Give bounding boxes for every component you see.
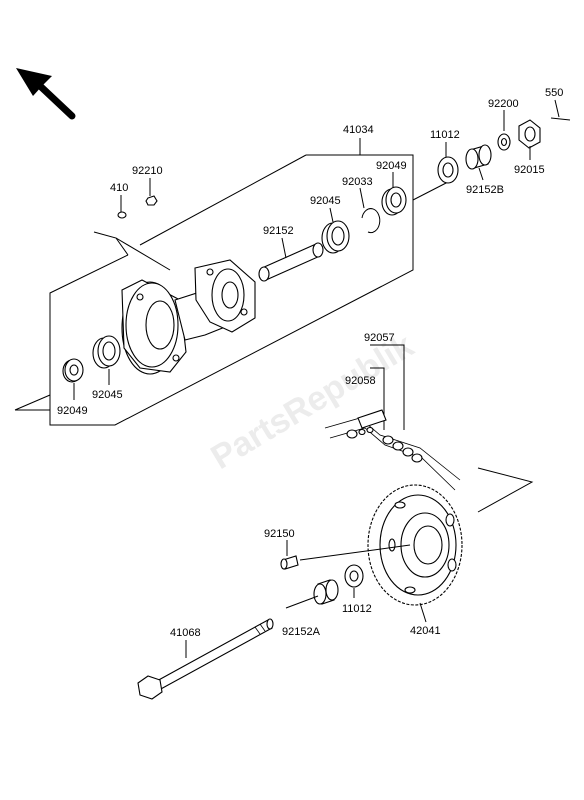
label-11012-bottom: 11012 (342, 603, 372, 615)
label-92152a: 92152A (282, 626, 321, 638)
leader-lines (73, 99, 560, 658)
label-42041: 42041 (410, 625, 441, 637)
axle-nut-92015 (518, 119, 541, 149)
collar-11012-top (437, 156, 459, 184)
sprocket-frame (477, 467, 534, 513)
label-11012-top: 11012 (430, 129, 460, 141)
label-92045-bottom: 92045 (92, 389, 123, 401)
label-410: 410 (110, 182, 128, 194)
label-550: 550 (545, 87, 563, 99)
rear-axle-41068 (137, 618, 274, 700)
label-92150: 92150 (264, 528, 295, 540)
bearing-92045-bottom (92, 335, 121, 369)
label-92058: 92058 (345, 375, 376, 387)
chain-frame (370, 344, 405, 430)
hub-sleeve-92152 (258, 242, 324, 282)
label-92045-top: 92045 (310, 195, 341, 207)
oil-seal-92049-top (381, 186, 407, 216)
label-92210: 92210 (132, 165, 163, 177)
drive-chain-92057 (324, 417, 461, 491)
watermark: PartsRepublik (205, 326, 421, 476)
washer-92200 (497, 133, 511, 151)
sprocket-bolt-92150 (280, 555, 299, 570)
label-92015: 92015 (514, 164, 545, 176)
label-92033: 92033 (342, 176, 373, 188)
label-92049-bottom: 92049 (57, 405, 88, 417)
label-92200: 92200 (488, 98, 519, 110)
label-41034: 41034 (343, 124, 374, 136)
nut-92210 (145, 195, 158, 206)
cotter-pin-550 (550, 117, 571, 121)
oil-seal-92049-bottom (62, 358, 84, 383)
rear-hub (121, 259, 256, 375)
collar-11012-bottom (344, 564, 364, 588)
collar-92152b (465, 144, 492, 170)
label-92057: 92057 (364, 332, 395, 344)
label-41068: 41068 (170, 627, 201, 639)
label-92049-top: 92049 (376, 160, 407, 172)
master-link-92058 (346, 409, 387, 439)
collar-92152a (285, 579, 339, 609)
hub-assembly-frame (14, 154, 449, 426)
bolt-410 (117, 211, 127, 219)
label-92152b: 92152B (466, 184, 504, 196)
front-direction-arrow-icon (16, 68, 76, 120)
label-92152: 92152 (263, 225, 294, 237)
rear-sprocket-42041 (299, 484, 463, 606)
circlip-92033 (361, 208, 381, 234)
bearing-92045-top (321, 220, 350, 254)
